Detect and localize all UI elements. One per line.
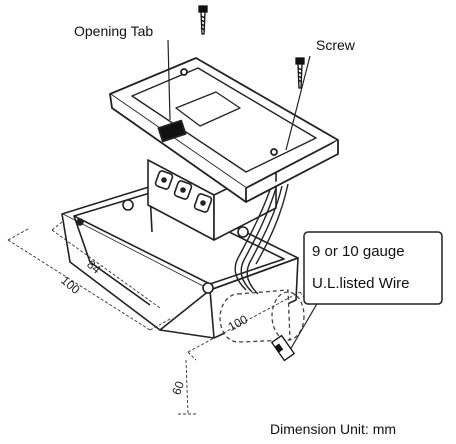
dimension-lines <box>7 221 307 415</box>
mounting-box <box>61 185 299 339</box>
leader-lines <box>167 39 319 351</box>
wire-connector <box>270 334 296 362</box>
wire-bundle <box>234 183 289 295</box>
wire-callout-box <box>303 231 443 305</box>
wire-type-text: U.L.listed Wire <box>312 275 410 292</box>
screw-right <box>295 57 305 89</box>
dim-width-left: 100 <box>58 273 83 297</box>
cover-plate <box>109 57 339 203</box>
dimension-unit-note: Dimension Unit: mm <box>270 421 396 437</box>
opening-tab-label: Opening Tab <box>74 23 153 39</box>
wire-gauge-text: 9 or 10 gauge <box>312 243 405 260</box>
screw-left <box>198 5 208 35</box>
conduit-pipe <box>219 289 305 343</box>
screw-label: Screw <box>316 37 356 53</box>
dim-height: 60 <box>169 379 187 397</box>
receptacle-body <box>147 159 277 241</box>
